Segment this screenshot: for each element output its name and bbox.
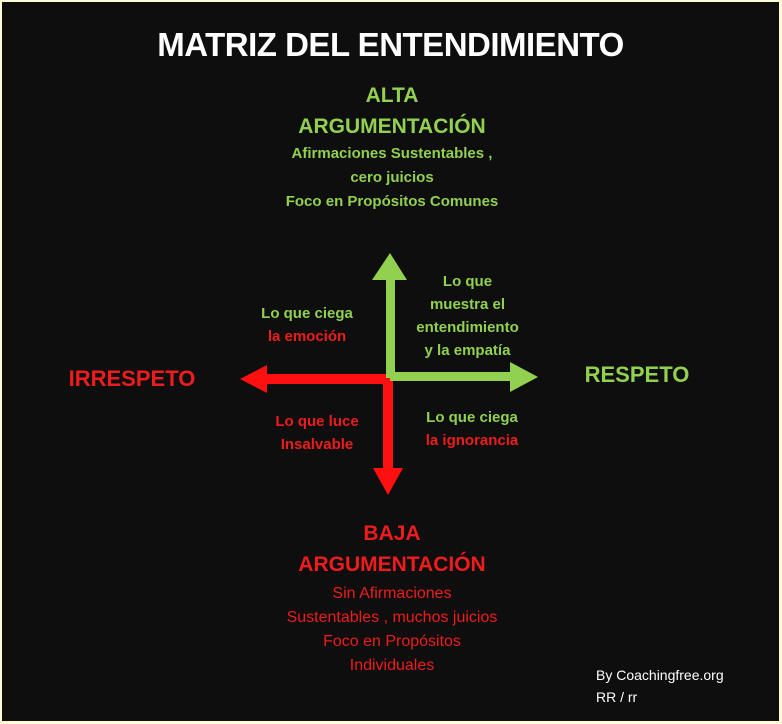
quadrant-bottom-left: Lo que luce Insalvable (257, 410, 377, 456)
high-argumentation-heading: ALTA ARGUMENTACIÓN (242, 80, 542, 142)
quadrant-line: Lo que ciega (426, 409, 518, 426)
heading-line: ARGUMENTACIÓN (298, 115, 486, 138)
low-argumentation-description: Sin Afirmaciones Sustentables , muchos j… (222, 582, 562, 678)
desc-line: Sin Afirmaciones (332, 585, 452, 602)
quadrant-line: la emoción (267, 328, 347, 345)
arrow-left-icon (240, 365, 392, 393)
heading-line: ARGUMENTACIÓN (298, 553, 486, 576)
heading-line: ALTA (365, 84, 419, 107)
desc-line: Sustentables , muchos juicios (286, 609, 498, 626)
arrow-down-icon (373, 376, 403, 495)
high-argumentation-description: Afirmaciones Sustentables , cero juicios… (242, 142, 542, 214)
axis-label-irrespeto: IRRESPETO (68, 366, 196, 391)
arrow-up-icon (372, 253, 407, 378)
quadrant-top-right: Lo que muestra el entendimiento y la emp… (400, 270, 535, 362)
page-title: MATRIZ DEL ENTENDIMIENTO (157, 26, 624, 63)
quadrant-bottom-right: Lo que ciega la ignorancia (407, 406, 537, 452)
quadrant-line: muestra el (429, 296, 506, 313)
quadrant-line: Lo que (442, 273, 493, 290)
desc-line: Afirmaciones Sustentables , (291, 145, 493, 162)
quadrant-top-left: Lo que ciega la emoción (247, 302, 367, 348)
axis-label-respeto: RESPETO (584, 362, 690, 387)
quadrant-line: y la empatía (424, 342, 511, 359)
low-argumentation-heading: BAJA ARGUMENTACIÓN (242, 518, 542, 580)
credit-line: By Coachingfree.org (596, 667, 724, 683)
quadrant-line: entendimiento (416, 319, 519, 336)
arrow-right-icon (390, 362, 538, 392)
quadrant-line: Insalvable (280, 436, 354, 453)
heading-line: BAJA (363, 522, 421, 545)
desc-line: Foco en Propósitos (323, 633, 461, 650)
quadrant-line: Lo que luce (275, 413, 359, 430)
desc-line: Foco en Propósitos Comunes (285, 193, 499, 210)
credit: By Coachingfree.org RR / rr (596, 664, 724, 708)
desc-line: cero juicios (350, 169, 434, 186)
quadrant-line: la ignorancia (425, 432, 519, 449)
quadrant-line: Lo que ciega (261, 305, 353, 322)
credit-line: RR / rr (596, 689, 638, 705)
desc-line: Individuales (349, 657, 435, 674)
